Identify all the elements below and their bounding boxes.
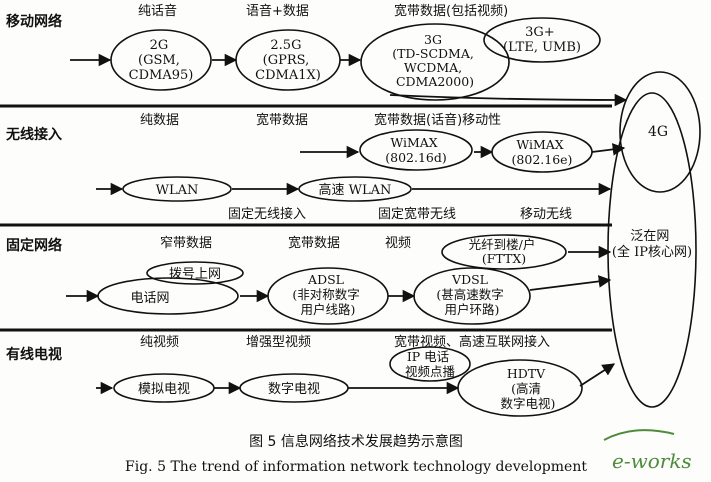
node-dialup <box>146 261 244 285</box>
node-wlan <box>122 176 232 202</box>
label-wimax-d: WiMAX (802.16d) <box>385 135 447 165</box>
node-3g <box>360 23 510 101</box>
header-cable-2: 增强型视频 <box>246 335 311 350</box>
header-mobile-3: 宽带数据(包括视频) <box>394 3 508 19</box>
header-mobile-2: 语音+数据 <box>246 3 309 19</box>
label-digital-tv: 数字电视 <box>268 382 320 397</box>
label-phone: 电话网 <box>130 291 169 306</box>
label-wlan: WLAN <box>156 183 199 198</box>
label-fttx: 光纤到楼/户 (FTTX) <box>469 237 540 266</box>
caption-english: Fig. 5 The trend of information network … <box>125 459 587 475</box>
label-dialup: 拨号上网 <box>169 267 221 282</box>
section-title-wireless: 无线接入 <box>5 126 62 143</box>
node-iptel <box>389 346 471 382</box>
node-digital-tv <box>239 373 349 403</box>
node-hdtv <box>457 359 583 417</box>
arrows <box>66 53 628 395</box>
arrow-vdsl-ubiq <box>529 275 612 291</box>
label-4g: 4G <box>648 124 668 140</box>
section-title-fixed: 固定网络 <box>6 237 62 254</box>
label-3g-plus: 3G+ (LTE, UMB) <box>503 25 581 55</box>
label-ubiquitous: 泛在网 (全 IP核心网) <box>612 229 692 260</box>
arrow-3g-4g <box>389 93 628 107</box>
header-fixed-1: 窄带数据 <box>160 235 212 251</box>
label-2g: 2G (GSM, CDMA95) <box>129 38 194 83</box>
caption-chinese: 图 5 信息网络技术发展趋势示意图 <box>249 433 463 450</box>
watermark-swoosh-icon <box>603 429 675 441</box>
node-3g-plus <box>483 17 601 63</box>
header-mobile-1: 纯话音 <box>138 3 177 19</box>
label-hdtv: HDTV (高清 数字电视) <box>501 366 556 411</box>
node-2g <box>110 29 212 91</box>
label-3g: 3G (TD-SCDMA, WCDMA, CDMA2000) <box>392 32 478 89</box>
node-vdsl <box>413 267 531 325</box>
node-adsl <box>267 267 389 325</box>
header-wireless-3: 宽带数据(话音)移动性 <box>374 112 501 128</box>
node-ubiquitous-ellipse <box>607 92 697 408</box>
node-25g <box>235 29 341 91</box>
label-iptel: IP 电话 视频点播 <box>405 349 456 379</box>
node-wimax-d <box>359 129 473 171</box>
header-fixed-3: 视频 <box>385 236 411 251</box>
arrow-hdtv-ubiq <box>579 363 616 387</box>
node-fttx <box>441 234 567 270</box>
label-hwlan: 高速 WLAN <box>319 182 392 198</box>
header-wireless-1: 纯数据 <box>140 113 179 128</box>
node-4g-ellipse <box>619 71 701 193</box>
label-adsl: ADSL (非对称数字 用户线路) <box>292 272 363 317</box>
node-analog-tv <box>113 373 215 403</box>
section-title-mobile: 移动网络 <box>6 13 62 30</box>
watermark-logo: e-works <box>603 429 692 473</box>
header-cable-3: 宽带视频、高速互联网接入 <box>394 334 550 350</box>
section-title-cable: 有线电视 <box>6 346 62 363</box>
label-25g: 2.5G (GPRS, CDMA1X) <box>255 38 321 83</box>
header-wireless-2: 宽带数据 <box>256 112 308 128</box>
header-fixed-2: 宽带数据 <box>288 235 340 251</box>
label-vdsl: VDSL (甚高速数字 用户环路) <box>436 272 507 317</box>
label-analog-tv: 模拟电视 <box>138 382 190 397</box>
node-hwlan <box>298 176 412 202</box>
footer-wireless-2: 固定宽带无线 <box>378 206 456 222</box>
label-wimax-e: WiMAX (802.16e) <box>512 137 573 167</box>
watermark-text: e-works <box>612 449 692 473</box>
footer-wireless-1: 固定无线接入 <box>228 206 306 222</box>
node-wimax-e <box>491 131 593 173</box>
footer-wireless-3: 移动无线 <box>520 207 572 222</box>
node-phone <box>97 277 239 315</box>
header-cable-1: 纯视频 <box>140 335 179 350</box>
